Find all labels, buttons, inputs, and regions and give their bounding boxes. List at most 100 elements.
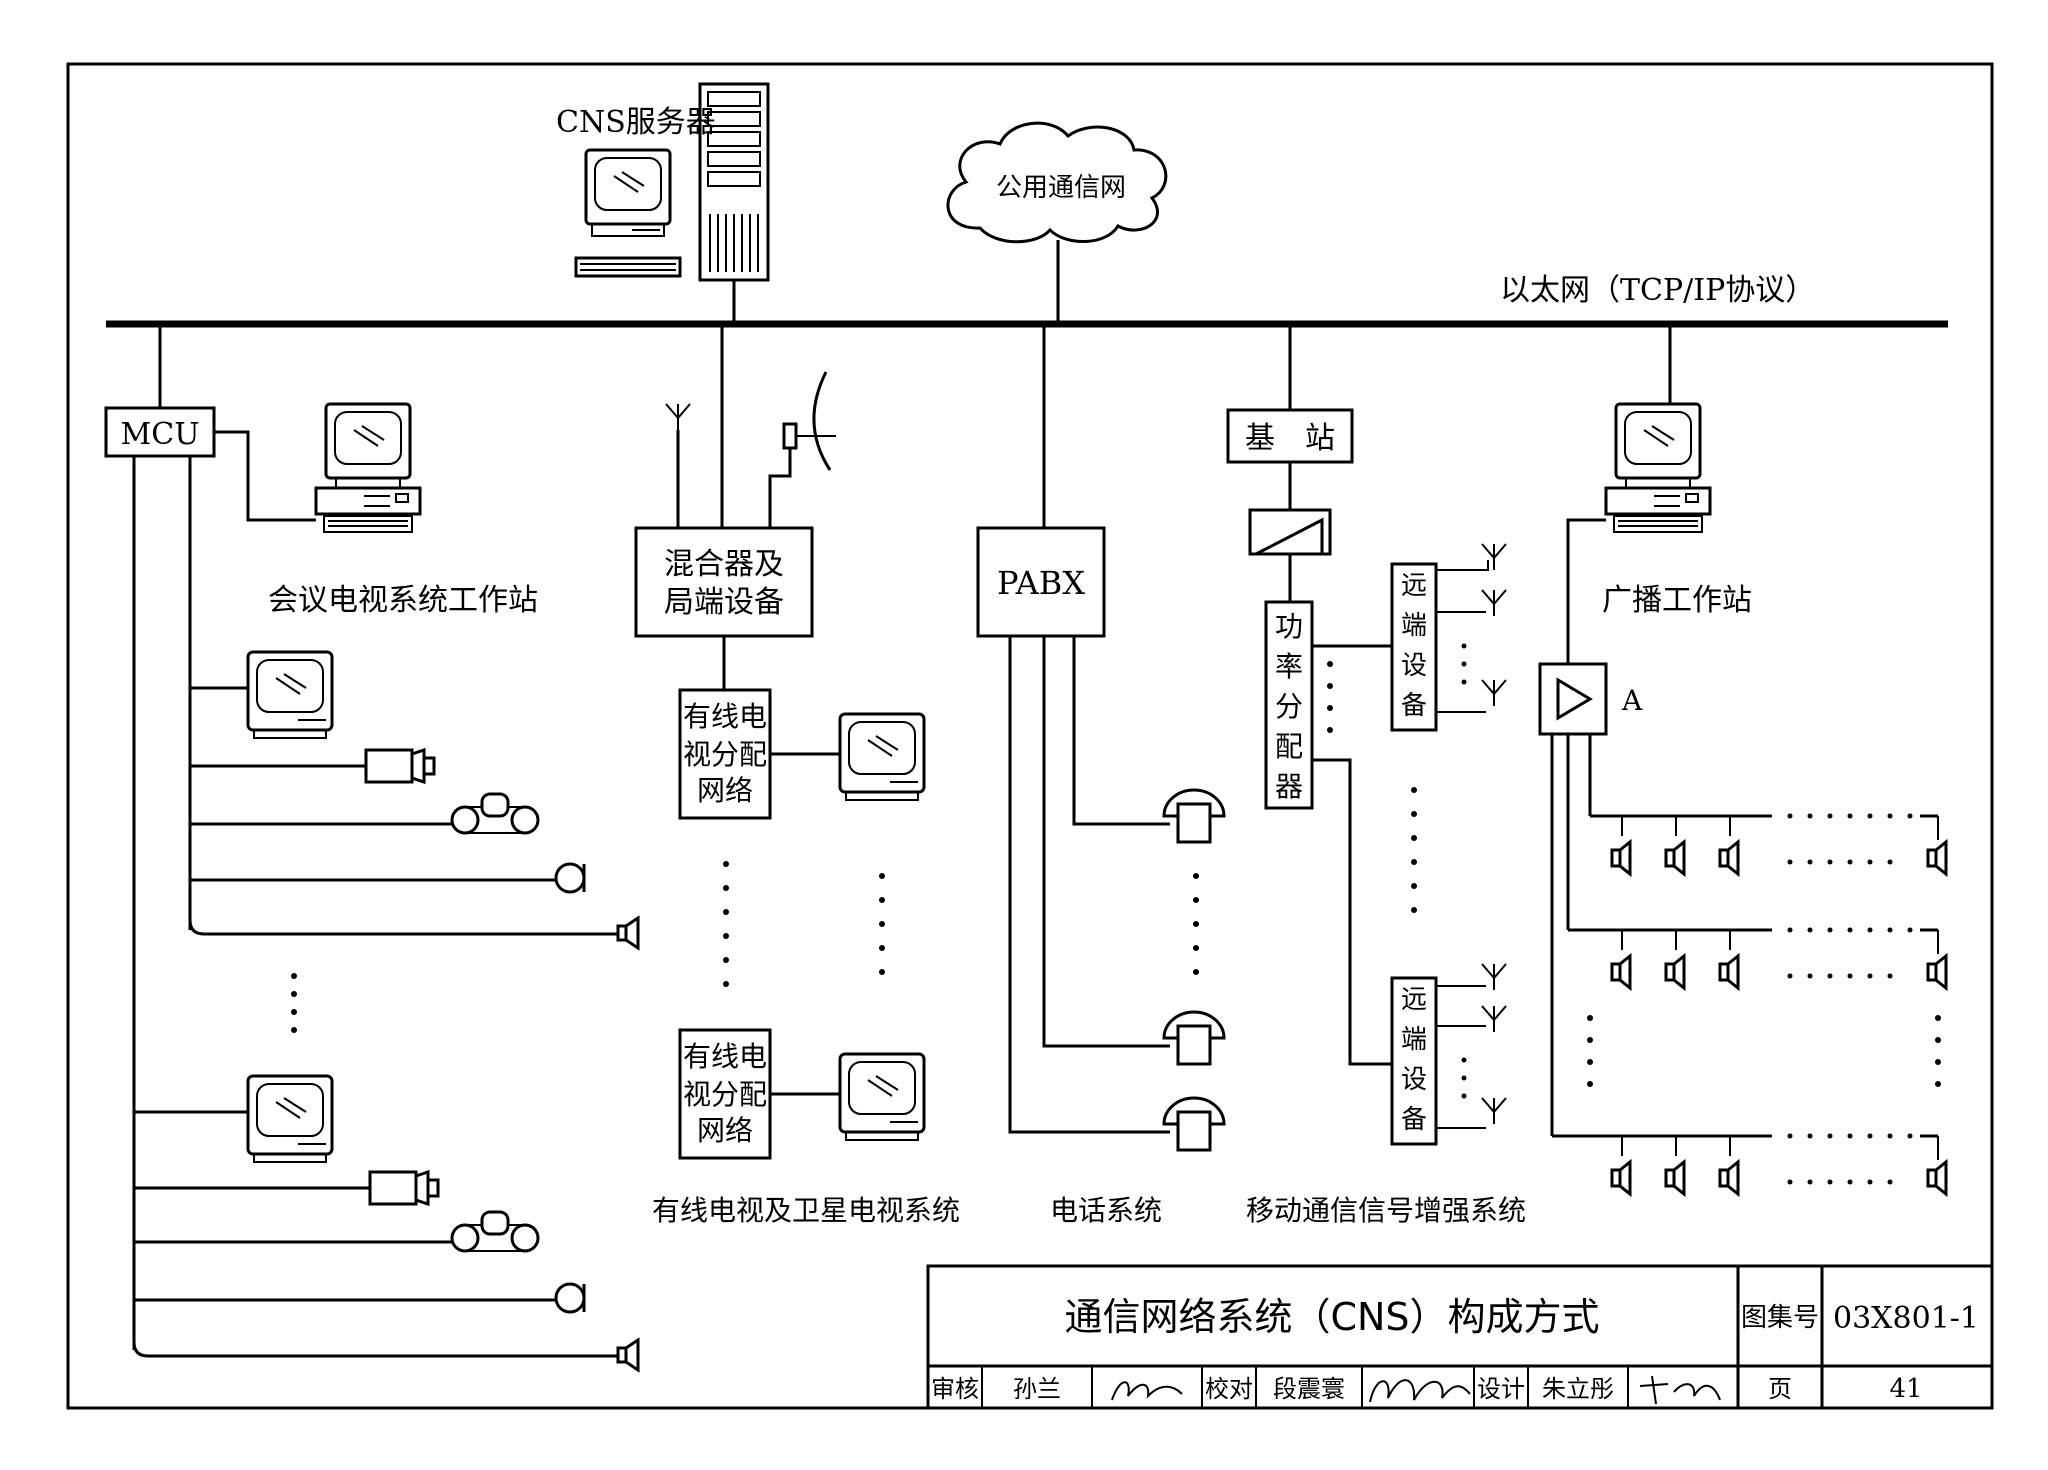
ceiling-speaker-icon [1664, 954, 1686, 990]
svg-text:端: 端 [1401, 611, 1427, 641]
camera-icon [364, 748, 436, 784]
antenna-icon [1481, 679, 1507, 707]
svg-text:设: 设 [1401, 1065, 1427, 1095]
broadcast-workstation-label: 广播工作站 [1602, 583, 1752, 618]
power-divider-label: 功 率 分 配 器 [1275, 610, 1303, 803]
ceiling-speaker-icon [1610, 840, 1632, 876]
ellipsis-dots [1787, 1133, 1938, 1185]
ceiling-speaker-icon [1926, 954, 1948, 990]
telephone-icon [1162, 788, 1226, 844]
antenna-icon [665, 403, 691, 431]
public-network-label: 公用通信网 [996, 173, 1126, 203]
design-label: 设计 [1477, 1375, 1525, 1403]
base-station-label: 基 站 [1245, 421, 1335, 456]
catv-dist-label-2: 视分配 [683, 1078, 767, 1111]
page-number: 41 [1889, 1374, 1922, 1404]
remote-device-box [1390, 976, 1438, 1146]
ceiling-speaker-icon [1718, 1160, 1740, 1196]
catv-dist-label-1: 有线电 [683, 700, 767, 733]
mic-icon [554, 862, 586, 894]
drawing-title: 通信网络系统（CNS）构成方式 [1064, 1295, 1599, 1339]
ellipsis-dots [291, 973, 297, 1033]
tv-icon [838, 1052, 926, 1142]
svg-text:器: 器 [1275, 770, 1303, 803]
drawing-frame [66, 62, 1994, 1410]
telephone-icon [1162, 1096, 1226, 1152]
conf-tv-icon [246, 1074, 334, 1164]
antenna-icon [1481, 1005, 1507, 1033]
remote-device-label: 远 端 设 备 [1401, 985, 1427, 1135]
double-mic-icon [450, 1210, 540, 1253]
ceiling-speaker-icon [1926, 1160, 1948, 1196]
remote-device-label: 远 端 设 备 [1401, 571, 1427, 721]
ellipsis-dots [1193, 873, 1199, 975]
review-label: 审核 [931, 1375, 979, 1403]
telephone-icon [1162, 1010, 1226, 1066]
title-block [926, 1264, 1994, 1410]
caption-phone: 电话系统 [1050, 1194, 1162, 1227]
reviewer-name: 孙兰 [1013, 1375, 1061, 1403]
camera-icon [368, 1170, 440, 1206]
ethernet-label: 以太网（TCP/IP协议） [1500, 273, 1815, 308]
designer-name: 朱立彤 [1542, 1375, 1614, 1403]
double-mic-icon [450, 792, 540, 835]
svg-text:功: 功 [1275, 610, 1303, 643]
svg-text:备: 备 [1401, 691, 1427, 721]
speaker-icon [616, 916, 640, 950]
broadcast-workstation-icon [1604, 402, 1712, 534]
amplifier-label: A [1621, 684, 1643, 717]
atlas-number: 03X801-1 [1833, 1301, 1979, 1336]
satellite-dish-icon [768, 371, 836, 528]
svg-text:端: 端 [1401, 1025, 1427, 1055]
power-divider-box [1264, 600, 1314, 810]
amplifier-icon [1248, 508, 1332, 556]
ellipsis-dots [723, 861, 885, 987]
svg-text:率: 率 [1275, 650, 1303, 683]
antenna-icon [1481, 543, 1507, 571]
checker-signature [1369, 1379, 1471, 1403]
conf-workstation-icon [314, 402, 422, 534]
mcu-box [104, 406, 216, 458]
ellipsis-dots [1787, 927, 1938, 979]
speaker-icon [616, 1338, 640, 1372]
mcu-label: MCU [121, 417, 200, 452]
ceiling-speaker-icon [1664, 1160, 1686, 1196]
catv-dist-label-3: 网络 [697, 774, 753, 807]
base-station-box [1226, 408, 1354, 464]
tv-icon [838, 712, 926, 802]
svg-text:备: 备 [1401, 1105, 1427, 1135]
caption-mobile: 移动通信信号增强系统 [1246, 1194, 1526, 1227]
svg-text:远: 远 [1401, 571, 1427, 601]
catv-dist-label-3: 网络 [697, 1114, 753, 1147]
mixer-box [634, 526, 814, 638]
pabx-box [976, 526, 1106, 638]
pabx-label: PABX [997, 564, 1085, 602]
cns-server-label: CNS服务器 [556, 105, 716, 140]
ceiling-speaker-icon [1926, 840, 1948, 876]
ellipsis-dots [1461, 643, 1467, 685]
svg-text:配: 配 [1275, 730, 1303, 763]
catv-dist-label-2: 视分配 [683, 738, 767, 771]
reviewer-signature [1111, 1381, 1183, 1401]
check-label: 校对 [1205, 1375, 1253, 1403]
mixer-label-2: 局端设备 [664, 585, 784, 620]
ceiling-speaker-icon [1718, 840, 1740, 876]
caption-catv: 有线电视及卫星电视系统 [652, 1194, 960, 1227]
atlas-label: 图集号 [1741, 1303, 1819, 1333]
ceiling-speaker-icon [1664, 840, 1686, 876]
checker-name: 段震寰 [1273, 1375, 1345, 1403]
ellipsis-dots [1587, 1015, 1941, 1087]
svg-text:分: 分 [1275, 690, 1303, 723]
ceiling-speaker-icon [1610, 954, 1632, 990]
ellipsis-dots [1461, 1057, 1467, 1099]
conf-workstation-label: 会议电视系统工作站 [268, 583, 538, 618]
catv-dist-box [678, 1028, 772, 1160]
ceiling-speaker-icon [1610, 1160, 1632, 1196]
catv-dist-box [678, 688, 772, 820]
conf-tv-icon [246, 650, 334, 740]
amplifier-icon [1538, 662, 1608, 736]
svg-text:远: 远 [1401, 985, 1427, 1015]
ellipsis-dots [1787, 813, 1938, 865]
svg-text:设: 设 [1401, 651, 1427, 681]
